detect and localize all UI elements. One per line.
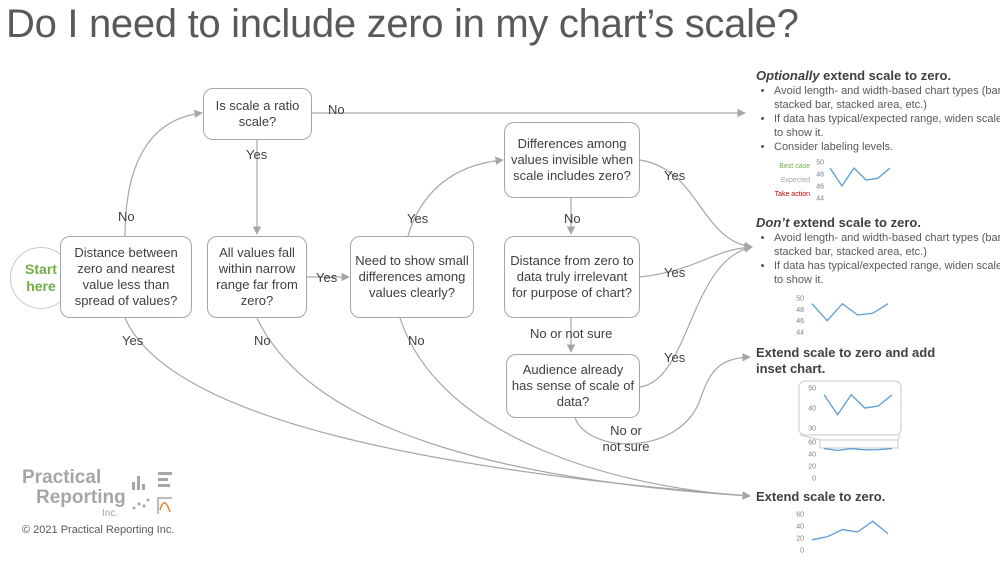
arrow-distance-to-ratio xyxy=(124,109,203,237)
level-label: Take action xyxy=(775,191,811,198)
tick-label: 48 xyxy=(796,307,804,314)
data-series-line xyxy=(811,520,889,541)
tick-label: 30 xyxy=(808,426,816,433)
tick-label: 0 xyxy=(812,476,816,483)
level-label: Expected xyxy=(781,177,810,184)
tick-label: 50 xyxy=(816,160,824,167)
inset-zoom-box xyxy=(819,439,899,449)
logo-chart-icons xyxy=(132,472,172,514)
decision-audience: Audience already has sense of scale of d… xyxy=(506,354,640,418)
bullet-item: Consider labeling levels. xyxy=(774,141,1000,155)
label-no-narrow: No xyxy=(254,333,271,348)
inset-connector xyxy=(799,434,821,441)
arrow-audience-to-outcome xyxy=(639,244,753,388)
decision-irrelevant: Distance from zero to data truly irrelev… xyxy=(504,236,640,318)
logo: Practical Reporting Inc. xyxy=(22,467,172,519)
mini-chart-inset: 50 40 30 60 40 20 0 xyxy=(798,380,902,483)
label-yes-audience: Yes xyxy=(664,350,686,365)
outcome-optional-emphasis: Optionally xyxy=(756,68,820,83)
arrow-audience-to-inset xyxy=(574,353,751,445)
page-title: Do I need to include zero in my chart’s … xyxy=(6,2,799,46)
tick-label: 50 xyxy=(796,296,804,303)
label-no-invisible: No xyxy=(564,211,581,226)
logo-line3: Inc. xyxy=(102,508,119,519)
label-no-ratio: No xyxy=(328,102,345,117)
label-notsure-audience-line1: No or xyxy=(610,423,642,438)
logo-line1: Practical xyxy=(22,467,102,488)
label-yes-ratio: Yes xyxy=(246,147,268,162)
level-label: Best case xyxy=(779,163,810,170)
tick-label: 40 xyxy=(796,524,804,531)
tick-label: 44 xyxy=(796,330,804,337)
copyright: © 2021 Practical Reporting Inc. xyxy=(22,524,175,536)
decision-ratio: Is scale a ratio scale? xyxy=(203,88,312,140)
arrow-small-to-extend xyxy=(399,317,751,500)
arrow-irrelevant-to-outcome xyxy=(639,243,753,278)
tick-label: 0 xyxy=(800,548,804,555)
decision-distance: Distance between zero and nearest value … xyxy=(60,236,192,318)
label-yes-narrow: Yes xyxy=(316,270,338,285)
tick-label: 46 xyxy=(796,318,804,325)
outcome-dont-emphasis: Don’t xyxy=(756,215,790,230)
tick-label: 46 xyxy=(816,184,824,191)
label-yes-invisible: Yes xyxy=(664,168,686,183)
start-node: Start here xyxy=(10,247,72,309)
arrow-small-to-invisible xyxy=(407,156,504,237)
outcome-dont-rest: extend scale to zero. xyxy=(789,215,921,230)
arrow-narrow-to-extend xyxy=(256,317,751,500)
bullet-item: If data has typical/expected range, wide… xyxy=(774,113,1000,140)
mini-chart-zero: 60 40 20 0 xyxy=(796,512,889,555)
decision-invisible: Differences among values invisible when … xyxy=(504,122,640,198)
tick-label: 20 xyxy=(796,536,804,543)
decision-small-diff: Need to show small differences among val… xyxy=(350,236,474,318)
outcome-inset-heading: Extend scale to zero and add inset chart… xyxy=(756,345,936,376)
data-series-line xyxy=(829,166,891,188)
inset-connector xyxy=(897,434,901,441)
outcome-dont-heading: Don’t extend scale to zero. xyxy=(756,215,921,231)
arrow-distance-to-extend xyxy=(124,317,751,500)
tick-label: 48 xyxy=(816,172,824,179)
outcome-optional-bullets: Avoid length- and width-based chart type… xyxy=(760,85,1000,156)
outcome-optional-rest: extend scale to zero. xyxy=(819,68,952,83)
outcome-optional-heading: Optionally extend scale to zero. xyxy=(756,68,951,84)
label-notsure-irrelevant: No or not sure xyxy=(530,326,613,341)
label-yes-distance: Yes xyxy=(122,333,144,348)
label-notsure-audience: No or not sure xyxy=(600,423,652,455)
tick-label: 40 xyxy=(808,452,816,459)
outcome-dont-bullets: Avoid length- and width-based chart type… xyxy=(760,232,1000,288)
outcome-extend-heading: Extend scale to zero. xyxy=(756,489,886,504)
data-series-line xyxy=(811,302,889,322)
label-notsure-audience-line2: not sure xyxy=(602,439,650,454)
tick-label: 20 xyxy=(808,464,816,471)
label-no-distance: No xyxy=(118,209,135,224)
data-series-line xyxy=(823,393,893,416)
arrow-invisible-to-outcome xyxy=(639,159,753,251)
tick-label: 40 xyxy=(808,406,816,413)
label-no-small: No xyxy=(408,333,425,348)
tick-label: 60 xyxy=(796,512,804,519)
tick-label: 60 xyxy=(808,440,816,447)
data-series-line xyxy=(823,447,893,452)
bullet-item: Avoid length- and width-based chart type… xyxy=(774,85,1000,112)
decision-narrow: All values fall within narrow range far … xyxy=(207,236,307,318)
mini-chart-narrow: 50 48 46 44 xyxy=(796,296,889,337)
label-yes-small: Yes xyxy=(407,211,429,226)
bullet-item: If data has typical/expected range, wide… xyxy=(774,260,1000,287)
bullet-item: Avoid length- and width-based chart type… xyxy=(774,232,1000,259)
label-yes-irrelevant: Yes xyxy=(664,265,686,280)
tick-label: 50 xyxy=(808,386,816,393)
tick-label: 44 xyxy=(816,196,824,203)
logo-line2: Reporting xyxy=(36,487,126,508)
